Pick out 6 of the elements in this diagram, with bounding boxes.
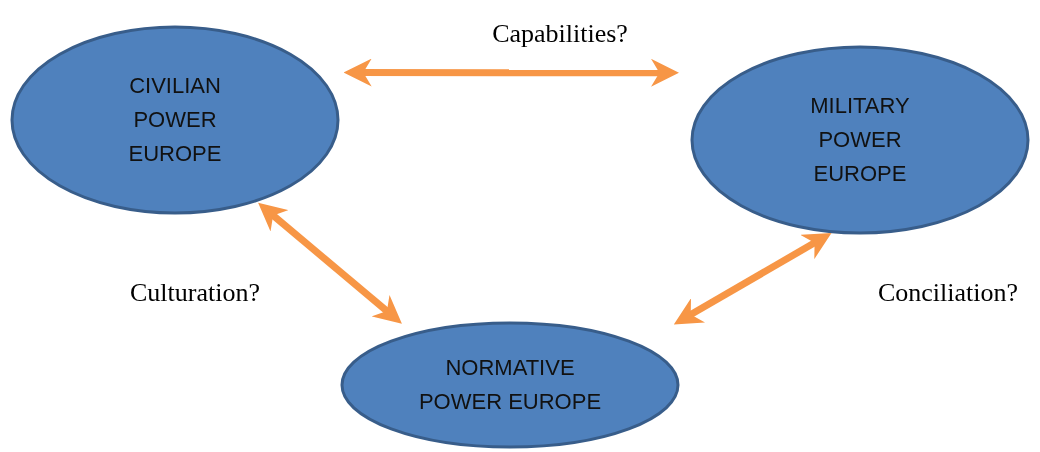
node-label: MILITARY POWER EUROPE bbox=[809, 92, 911, 188]
double-arrow bbox=[673, 232, 832, 325]
node-label: CIVILIAN POWER EUROPE bbox=[127, 72, 223, 168]
double-arrow bbox=[258, 202, 402, 324]
double-arrow bbox=[343, 58, 679, 87]
node-label: NORMATIVE POWER EUROPE bbox=[417, 354, 603, 416]
